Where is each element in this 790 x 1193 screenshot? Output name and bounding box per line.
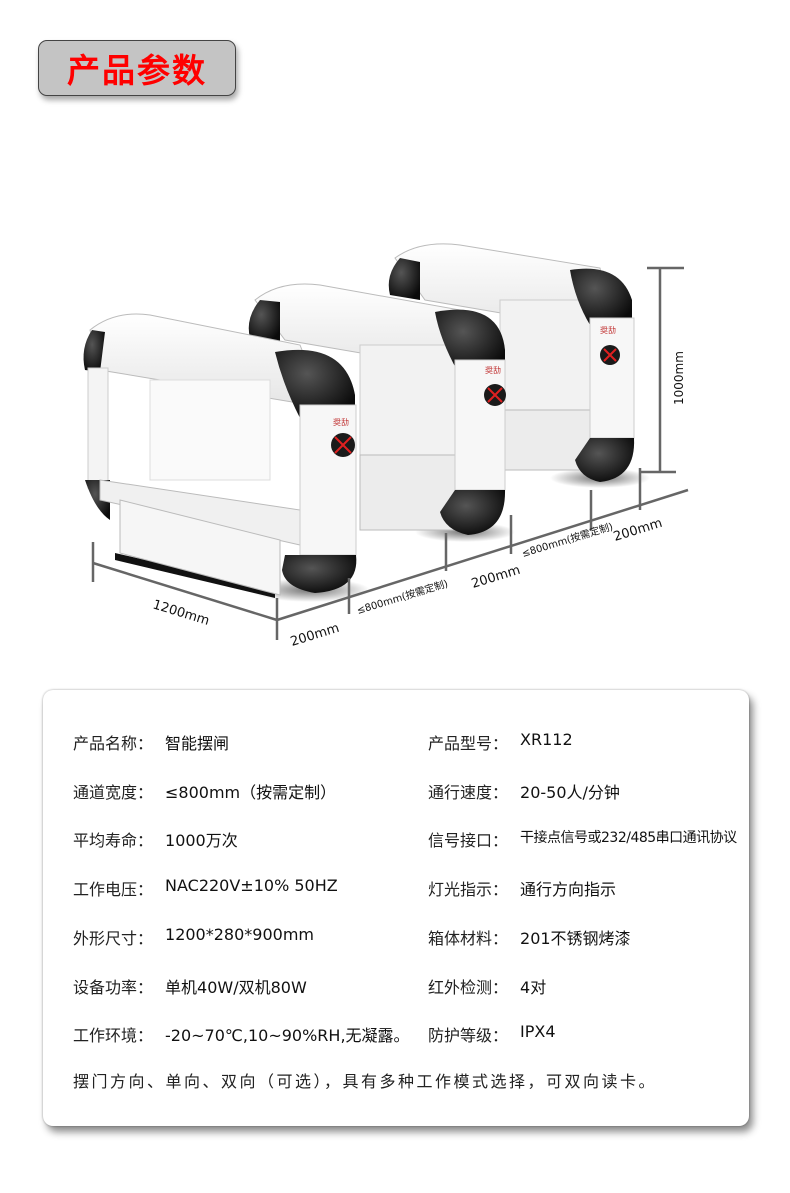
svg-text:奨㔚: 奨㔚 [600,325,616,335]
spec-row-lifetime: 平均寿命： 1000万次 [73,827,238,851]
spec-row-protection: 防护等级： IPX4 [428,1022,556,1046]
spec-label: 工作电压： [73,880,154,899]
spec-row-speed: 通行速度： 20-50人/分钟 [428,779,620,803]
spec-value: NAC220V±10% 50HZ [165,876,338,895]
spec-label: 信号接口： [428,831,509,850]
gate-middle: 奨㔚 [248,283,515,542]
spec-label: 平均寿命： [73,831,154,850]
dim-side-width-2: 200mm [470,563,522,592]
spec-row-environment: 工作环境： -20~70℃,10~90%RH,无凝露。 [73,1022,410,1046]
gate-front: 奨㔚 [83,313,370,602]
spec-row-width: 通道宽度： ≤800mm（按需定制） [73,779,336,803]
section-title-badge: 产品参数 [38,40,236,96]
spec-value: 单机40W/双机80W [165,978,307,997]
spec-label: 产品型号： [428,734,509,753]
dim-side-width-1: 200mm [289,621,341,650]
spec-label: 产品名称： [73,734,154,753]
spec-label: 通行速度： [428,783,509,802]
dim-lane-width-1: ≤800mm(按需定制) [355,577,450,617]
spec-label: 通道宽度： [73,783,154,802]
spec-value: 201不锈钢烤漆 [520,929,631,948]
spec-row-model: 产品型号： XR112 [428,730,573,754]
svg-text:奨㔚: 奨㔚 [485,365,501,375]
dimension-lines [91,266,689,640]
spec-value: XR112 [520,730,573,749]
spec-row-power: 设备功率： 单机40W/双机80W [73,974,307,998]
spec-value: 1000万次 [165,831,238,850]
spec-row-voltage: 工作电压： NAC220V±10% 50HZ [73,876,338,900]
spec-value: 4对 [520,978,547,997]
spec-label: 外形尺寸： [73,929,154,948]
spec-label: 工作环境： [73,1026,154,1045]
spec-value: 智能摆闸 [165,734,230,753]
spec-label: 设备功率： [73,978,154,997]
spec-label: 灯光指示： [428,880,509,899]
product-diagram: 奨㔚 奨㔚 奨㔚 [83,243,689,650]
spec-value: 通行方向指示 [520,880,617,899]
spec-row-light: 灯光指示： 通行方向指示 [428,876,616,900]
spec-row-material: 箱体材料： 201不锈钢烤漆 [428,925,631,949]
spec-footer-note: 摆门方向、单向、双向（可选），具有多种工作模式选择，可双向读卡。 [73,1072,658,1091]
dim-side-width-3: 200mm [612,516,664,545]
spec-row-infrared: 红外检测： 4对 [428,974,546,998]
spec-label: 红外检测： [428,978,509,997]
spec-card: 产品名称： 智能摆闸 通道宽度： ≤800mm（按需定制） 平均寿命： 1000… [43,690,749,1126]
dim-height: 1000mm [672,351,686,405]
svg-text:奨㔚: 奨㔚 [333,417,349,427]
spec-value: -20~70℃,10~90%RH,无凝露。 [165,1026,410,1045]
spec-row-size: 外形尺寸： 1200*280*900mm [73,925,314,949]
spec-value: ≤800mm（按需定制） [165,783,337,802]
gate-back: 奨㔚 [388,243,650,488]
section-title: 产品参数 [67,51,207,90]
spec-row-interface: 信号接口： 干接点信号或232/485串口通讯协议 [428,827,737,851]
spec-value: IPX4 [520,1022,556,1041]
spec-row-name: 产品名称： 智能摆闸 [73,730,229,754]
spec-value: 干接点信号或232/485串口通讯协议 [520,830,737,846]
dim-length: 1200mm [151,597,211,628]
spec-label: 防护等级： [428,1026,509,1045]
spec-value: 1200*280*900mm [165,925,314,944]
spec-label: 箱体材料： [428,929,509,948]
spec-value: 20-50人/分钟 [520,783,620,802]
